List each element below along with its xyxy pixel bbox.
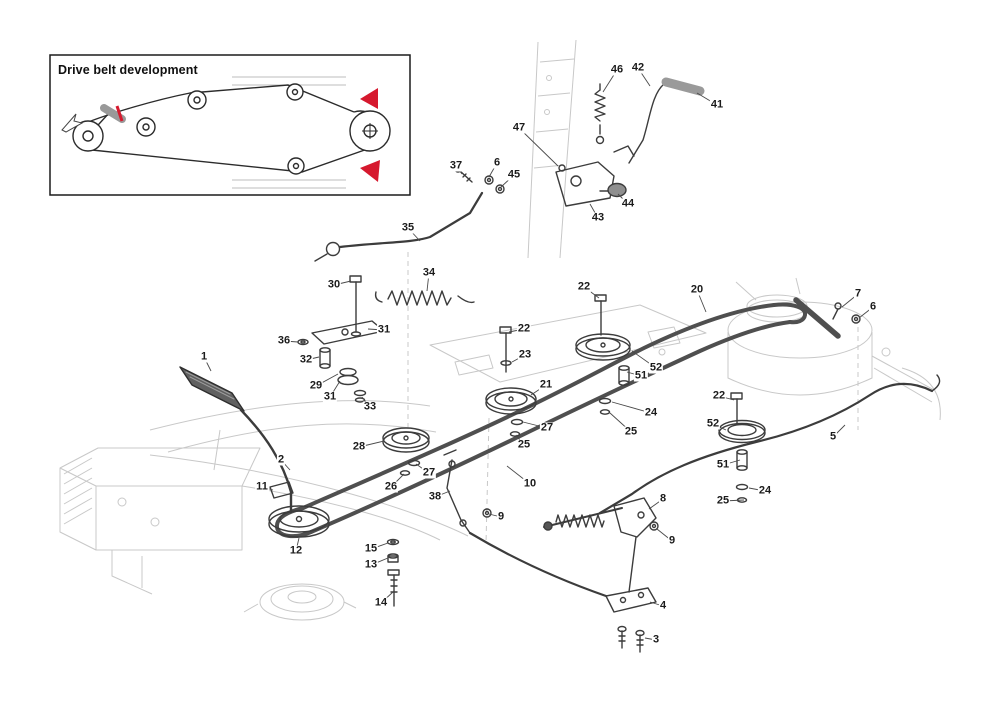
belt-direction-arrow-top [360, 88, 378, 109]
belt-direction-arrow-bottom [360, 160, 380, 182]
belt-alignment-mark [115, 105, 124, 122]
tensioner-lever [100, 104, 126, 123]
rotation-arrow-outline [61, 113, 84, 133]
inset-title: Drive belt development [58, 63, 198, 77]
drive-belt [275, 297, 841, 539]
chassis-linework [59, 252, 859, 621]
inset-belt-diagram [49, 54, 411, 196]
console-linework [527, 39, 577, 259]
mechanical-parts [179, 77, 941, 653]
inset-border [49, 54, 411, 196]
